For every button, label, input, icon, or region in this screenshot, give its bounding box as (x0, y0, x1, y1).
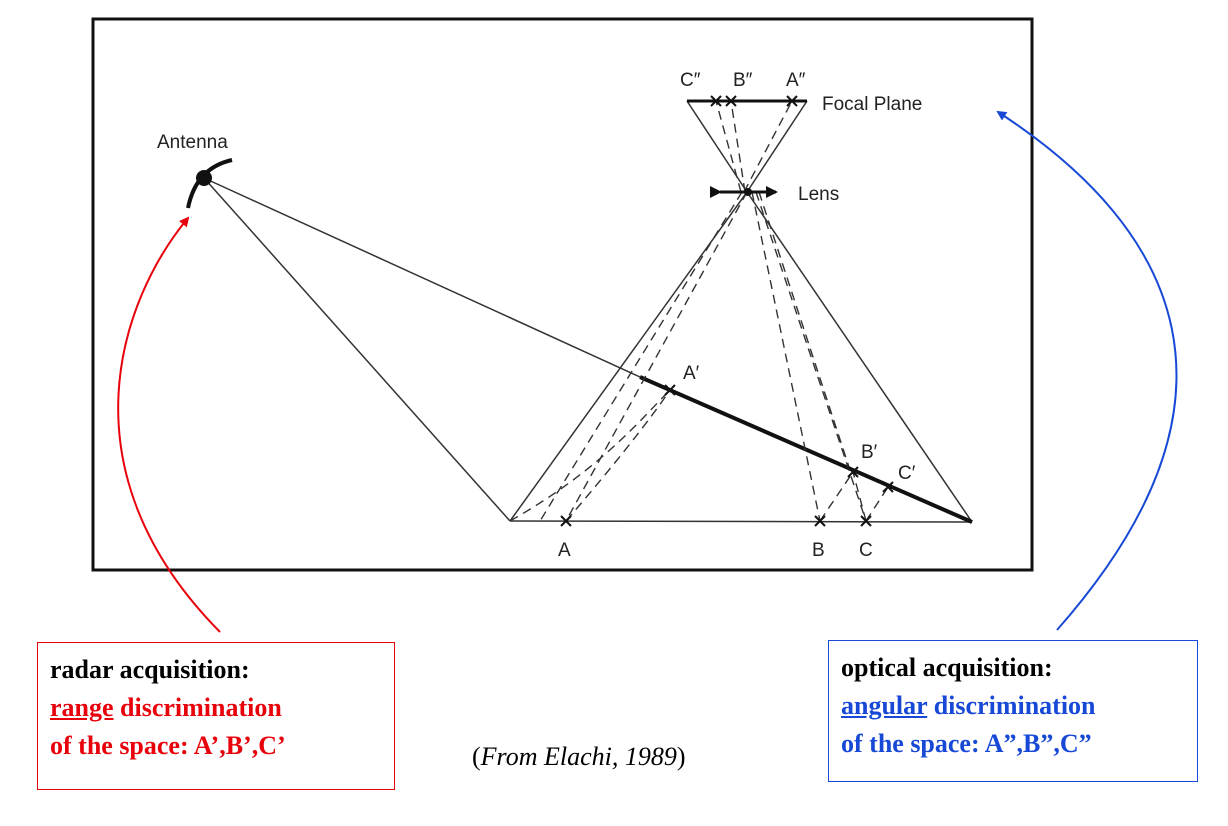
optical-line2: angular discrimination (841, 687, 1185, 725)
label-c-prime: C′ (898, 463, 916, 484)
optical-acquisition-box: optical acquisition: angular discriminat… (828, 640, 1198, 782)
ray-lens-a-2 (539, 191, 743, 522)
ray-focal-c (715, 100, 742, 193)
cross-c (860, 515, 872, 527)
radar-range-word: range (50, 693, 114, 722)
cross-b (814, 515, 826, 527)
cross-bprime (847, 466, 859, 478)
antenna-label: Antenna (157, 132, 228, 153)
label-b-prime: B′ (861, 442, 878, 463)
label-c: C (859, 540, 873, 561)
radar-line1: radar acquisition: (50, 655, 250, 684)
label-c-double: C″ (680, 70, 701, 91)
lens-center-dot (744, 188, 752, 196)
cross-bdouble (725, 95, 737, 107)
optical-line1: optical acquisition: (841, 653, 1053, 682)
ground-line (509, 520, 973, 523)
ray-b-to-bprime (819, 471, 854, 522)
ray-lens-c2 (758, 191, 851, 471)
cross-adouble (786, 95, 798, 107)
ray-c-to-cprime (865, 486, 889, 522)
ray-lens-a-1 (565, 191, 748, 522)
antenna-dot-icon (196, 170, 212, 186)
label-a: A (558, 540, 571, 561)
citation-open: ( (472, 742, 481, 771)
ray-focal-b (730, 100, 746, 193)
optical-line2-rest: discrimination (927, 691, 1096, 720)
optical-angular-word: angular (841, 691, 928, 720)
figure-frame (91, 17, 1034, 572)
ray-c-to-bprime (852, 471, 867, 522)
cross-a (560, 515, 572, 527)
lens-to-left-line (509, 191, 748, 522)
cross-aprime (664, 384, 676, 396)
radar-line2: range discrimination (50, 689, 382, 727)
label-a-prime: A′ (683, 363, 700, 384)
ray-focal-a (743, 100, 793, 193)
antenna-to-left-line (203, 177, 511, 522)
lens-to-focal-right (746, 100, 808, 193)
optical-line3: of the space: A”,B”,C” (841, 729, 1092, 758)
radar-acquisition-box: radar acquisition: range discrimination … (37, 642, 395, 790)
lens-to-right-line (746, 191, 973, 523)
ray-a-outer (509, 389, 671, 522)
citation: (From Elachi, 1989) (472, 742, 686, 772)
range-segment (639, 375, 973, 524)
focal-plane-label: Focal Plane (822, 94, 922, 115)
radar-line2-rest: discrimination (113, 693, 282, 722)
ray-a-inner (565, 389, 671, 522)
label-b: B (812, 540, 825, 561)
ray-lens-b (751, 191, 821, 522)
radar-arrow (117, 216, 221, 633)
radar-line3: of the space: A’,B’,C’ (50, 731, 286, 760)
lens-label: Lens (798, 184, 839, 205)
ray-lens-c (755, 191, 867, 522)
citation-text: From Elachi, 1989 (480, 742, 677, 771)
cross-cdouble (710, 95, 722, 107)
antenna-slant-line (203, 177, 641, 378)
citation-close: ) (676, 742, 686, 771)
cross-cprime (882, 481, 894, 493)
label-a-double: A″ (786, 70, 806, 91)
label-b-double: B″ (733, 70, 753, 91)
optical-arrow (996, 110, 1178, 631)
